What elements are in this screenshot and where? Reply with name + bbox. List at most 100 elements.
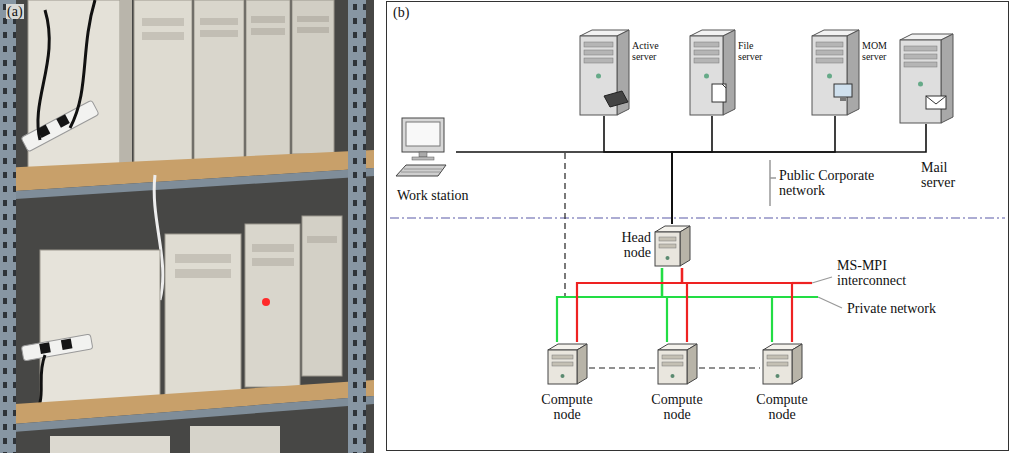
drive-bay <box>584 50 613 55</box>
drive-bay <box>816 50 843 55</box>
power-button <box>827 74 832 79</box>
monitor-screen <box>406 122 440 146</box>
pc-tower <box>50 436 170 453</box>
shelf-post <box>0 0 16 453</box>
power-button <box>776 374 780 378</box>
private-network-link <box>557 268 662 342</box>
drive-bay <box>584 42 613 47</box>
drive-bay <box>297 16 329 22</box>
drive-bay <box>175 269 231 278</box>
node-icon <box>898 32 954 124</box>
pc-tower <box>302 216 342 376</box>
node-label: Compute node <box>540 392 593 423</box>
mom-server: MOM server <box>810 28 860 116</box>
monitor-base <box>412 157 434 160</box>
drive-bay <box>200 30 238 37</box>
pc-tower <box>246 0 290 158</box>
pc-tower <box>292 0 334 154</box>
monitor-neck <box>419 152 427 157</box>
drive-bay <box>252 244 294 252</box>
workstation: Work station <box>394 118 456 178</box>
mail-server: Mail server <box>898 32 954 124</box>
pc-tower <box>165 234 241 399</box>
compute-node: Compute node <box>760 342 804 386</box>
keyboard-keys <box>404 169 442 170</box>
public-network-link <box>672 116 712 224</box>
bracket-line <box>770 177 776 179</box>
tower-front <box>655 232 680 266</box>
private-network-link <box>662 268 772 342</box>
drive-bay <box>816 42 843 47</box>
shelf-edge <box>0 396 374 433</box>
power-button <box>561 374 565 378</box>
tower-side <box>792 344 802 384</box>
power-button <box>704 74 709 79</box>
envelope-flap <box>926 96 946 104</box>
file-document <box>712 84 726 102</box>
node-label: Head node <box>608 230 652 261</box>
drive-bay <box>662 355 683 359</box>
cable <box>70 0 95 128</box>
drive-bay <box>767 355 788 359</box>
power-strip <box>21 100 99 152</box>
compute-node: Compute node <box>655 342 699 386</box>
drive-bay <box>904 54 937 59</box>
pc-tower <box>194 0 244 162</box>
power-plug <box>39 342 51 354</box>
drive-bay <box>904 46 937 51</box>
node-label: Compute node <box>755 392 808 423</box>
head-node: Head node <box>652 224 692 268</box>
drive-bay <box>251 16 285 23</box>
tower-side <box>680 226 690 266</box>
node-icon <box>810 28 860 116</box>
file-fold <box>722 84 726 88</box>
file-server: File server <box>688 28 736 116</box>
drive-bay <box>142 32 184 40</box>
bracket-line <box>769 160 771 206</box>
panel-frame <box>387 2 1009 451</box>
power-button <box>671 374 675 378</box>
node-label: Work station <box>396 188 470 203</box>
drive-bay <box>251 28 285 35</box>
envelope <box>926 96 946 109</box>
drive-bay <box>307 236 337 243</box>
public-network-link <box>456 152 672 224</box>
mpi-link <box>577 268 682 342</box>
node-icon <box>578 28 630 116</box>
drive-bay <box>694 50 719 55</box>
power-button <box>666 256 670 260</box>
network-label: Public Corporate network <box>778 168 892 199</box>
power-button <box>596 74 601 79</box>
drive-bay <box>662 362 683 366</box>
photo-background <box>0 0 374 453</box>
node-icon <box>394 118 456 178</box>
mpi-bus <box>792 282 812 284</box>
server-device <box>604 91 628 107</box>
server-rack-photo <box>0 0 374 453</box>
cable <box>38 10 49 140</box>
drive-bay <box>904 62 937 67</box>
mini-monitor <box>834 84 852 97</box>
drive-bay <box>142 18 184 26</box>
node-label: Compute node <box>650 392 703 423</box>
node-icon <box>760 342 804 386</box>
node-icon <box>652 224 692 268</box>
tower-front <box>763 350 792 384</box>
pc-tower <box>190 426 280 453</box>
server-side <box>847 30 859 115</box>
drive-bay <box>694 58 719 63</box>
drive-bay <box>200 18 238 25</box>
tower-side <box>577 344 587 384</box>
active-server: Active server <box>578 28 630 116</box>
shelf-edge <box>0 168 374 200</box>
node-icon <box>655 342 699 386</box>
network-label: Private network <box>846 301 937 316</box>
tower-front <box>548 350 577 384</box>
leader-line <box>812 277 832 283</box>
dashed-link <box>564 153 565 297</box>
public-network-link <box>604 116 672 224</box>
server-front <box>690 36 723 115</box>
shelf-post <box>348 0 366 453</box>
pc-tower <box>28 0 120 172</box>
